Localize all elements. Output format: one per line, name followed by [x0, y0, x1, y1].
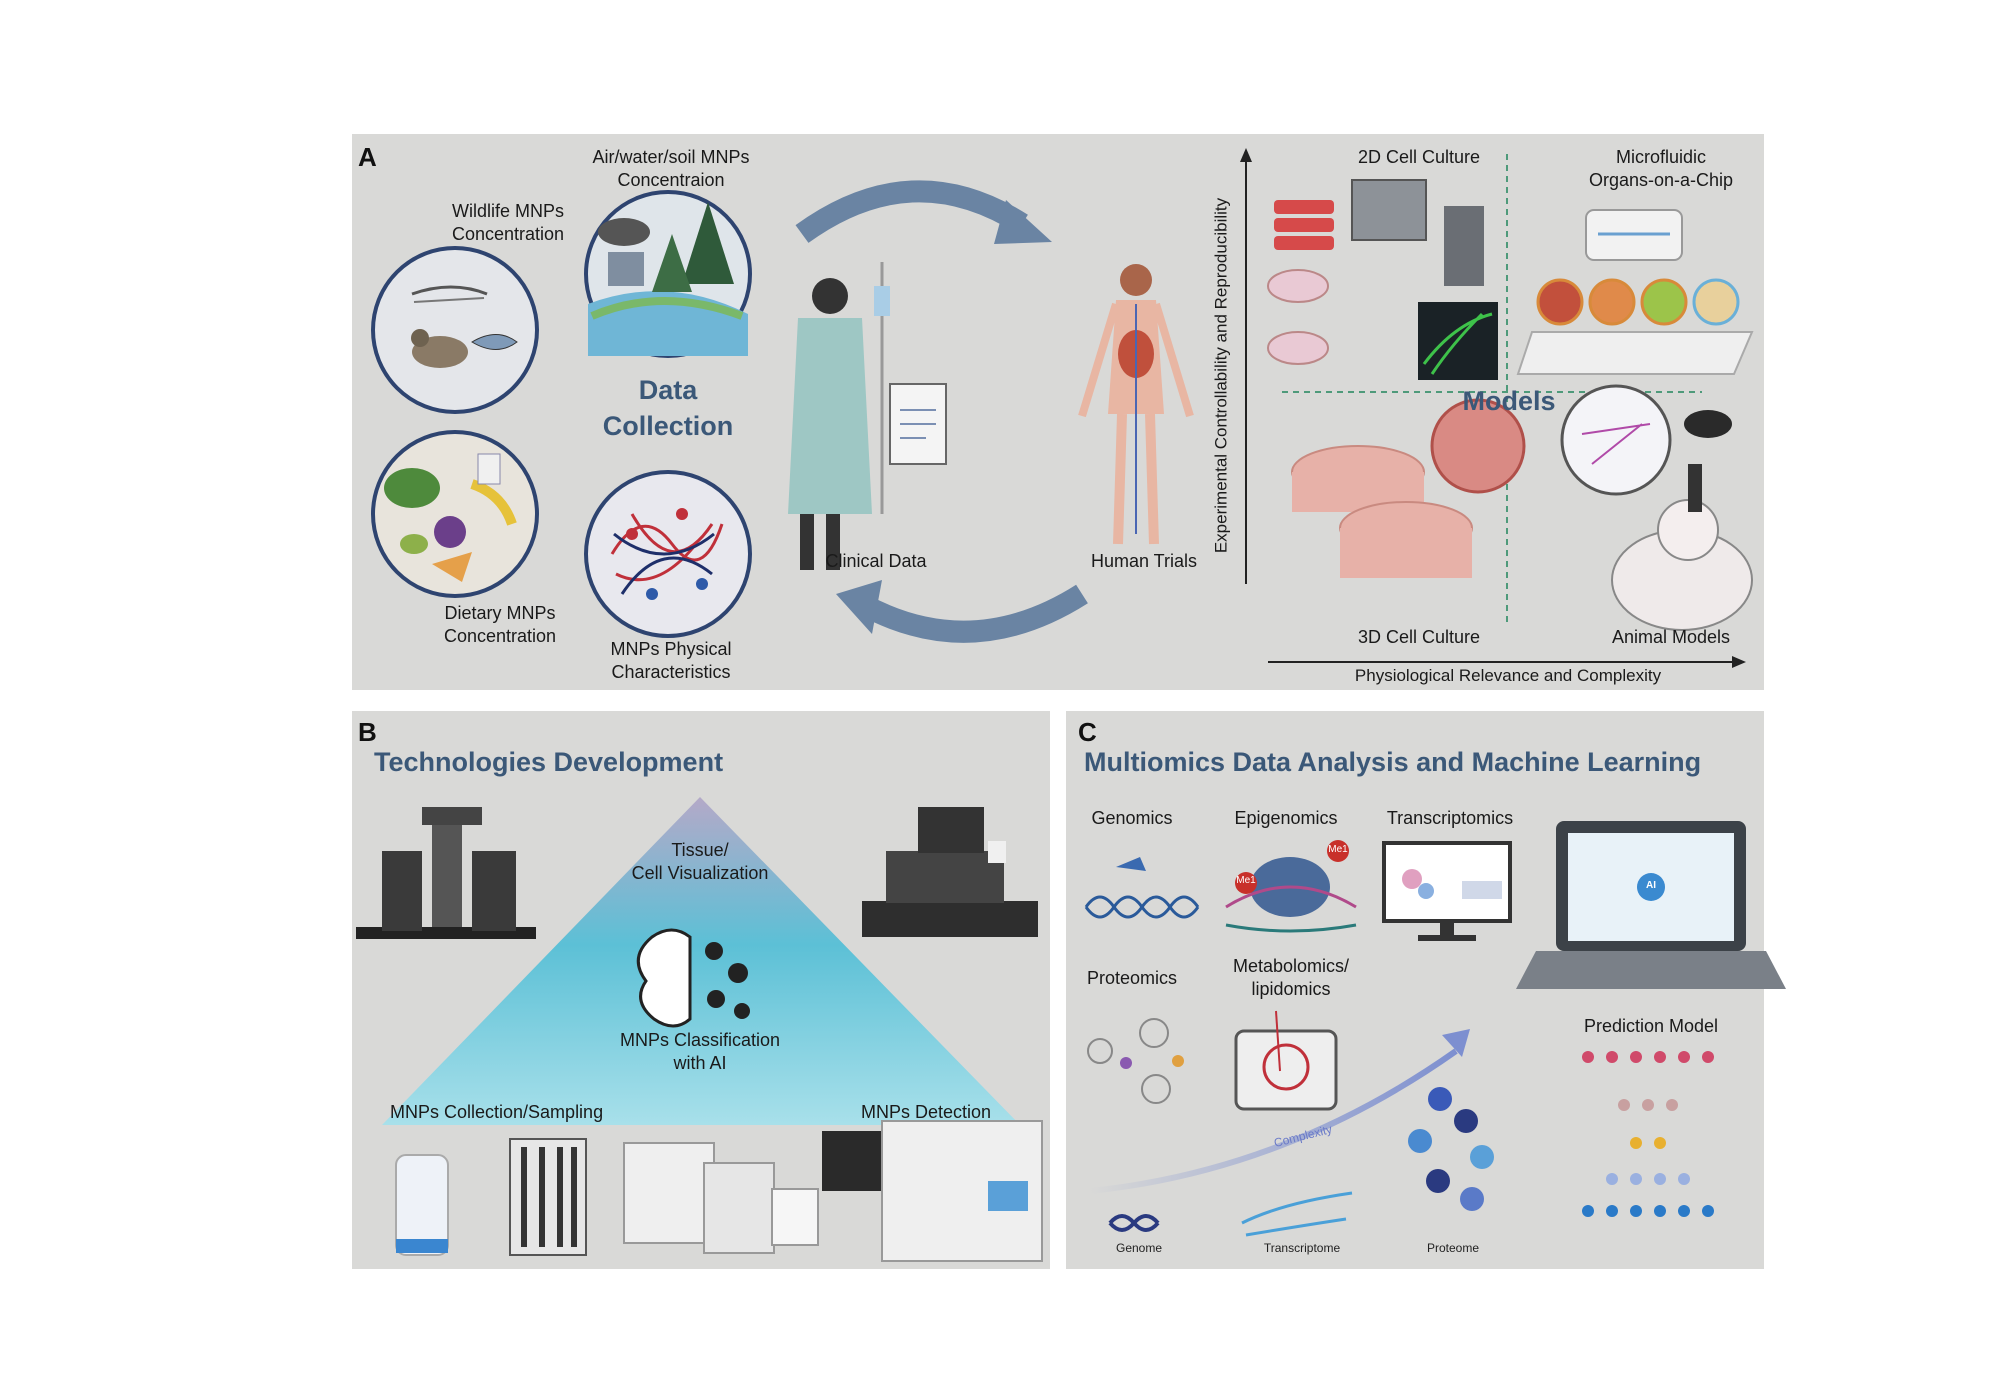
transcriptomics-label: Transcriptomics — [1386, 808, 1514, 828]
metabolomics-icon — [1234, 1010, 1338, 1111]
pyramid-middle-label: MNPs Classification with AI — [619, 1030, 781, 1073]
wildlife-circle-icon — [371, 246, 539, 414]
cell-culture-3d-icon — [1291, 398, 1526, 578]
me1-label-left: Me1 — [1236, 875, 1256, 886]
panel-a-label: A — [358, 142, 377, 172]
pyramid-top-label: Tissue/ Cell Visualization — [631, 840, 769, 883]
environment-label: Air/water/soil MNPs Concentraion — [592, 147, 750, 190]
transcriptome-label: Transcriptome — [1263, 1241, 1341, 1255]
prediction-model-label: Prediction Model — [1583, 1016, 1719, 1036]
human-trials-label: Human Trials — [1090, 551, 1198, 571]
genome-icon — [1108, 1214, 1160, 1232]
genome-label: Genome — [1115, 1241, 1163, 1255]
proteomics-label: Proteomics — [1086, 968, 1178, 988]
technologies-title: Technologies Development — [374, 747, 724, 777]
microscope-left-icon — [356, 807, 536, 939]
panel-a-illustrations — [371, 148, 1754, 668]
organ-on-chip-icon — [1516, 209, 1754, 375]
patient-icon — [788, 262, 947, 570]
metabolomics-label: Metabolomics/ lipidomics — [1232, 956, 1350, 999]
cycle-arrow-top-icon — [795, 180, 1052, 244]
panel-b: B Technologies Development — [352, 711, 1050, 1269]
microscope-right-icon — [862, 807, 1038, 937]
pyramid-shape — [382, 797, 1020, 1125]
multiomics-title: Multiomics Data Analysis and Machine Lea… — [1084, 747, 1702, 777]
quadrant-3d-culture-label: 3D Cell Culture — [1357, 627, 1481, 647]
clinical-data-label: Clinical Data — [825, 551, 927, 571]
genomics-label: Genomics — [1091, 808, 1173, 828]
sampler-icons — [395, 1138, 587, 1256]
proteome-icon — [1408, 1087, 1494, 1211]
epigenomics-icon — [1225, 840, 1357, 933]
panel-c: C Multiomics Data Analysis and Machine L… — [1066, 711, 1786, 1269]
collection-sampling-label: MNPs Collection/Sampling — [390, 1102, 604, 1122]
physical-label: MNPs Physical Characteristics — [610, 639, 732, 682]
panel-a: A — [352, 134, 1764, 690]
quadrant-2d-culture-label: 2D Cell Culture — [1357, 147, 1481, 167]
epigenomics-label: Epigenomics — [1234, 808, 1338, 828]
models-x-axis-label: Physiological Relevance and Complexity — [1354, 666, 1662, 685]
human-body-icon — [1078, 264, 1194, 545]
ai-laptop-icon — [1516, 821, 1786, 989]
panel-c-illustrations — [1084, 821, 1786, 1237]
quadrant-animal-models-label: Animal Models — [1611, 627, 1731, 647]
transcriptome-icon — [1241, 1191, 1353, 1237]
complexity-arrow — [1089, 1048, 1458, 1194]
particles-circle-icon — [584, 470, 752, 638]
animal-models-icon — [1560, 384, 1753, 631]
prediction-network-icon — [1582, 1051, 1714, 1217]
data-collection-title: Data Collection — [602, 375, 734, 441]
models-title: Models — [1462, 386, 1556, 416]
dietary-circle-icon — [371, 430, 539, 598]
genomics-dna-icon — [1084, 857, 1200, 919]
proteome-label: Proteome — [1426, 1241, 1480, 1255]
brain-gears-icon — [636, 928, 750, 1028]
panel-b-illustrations — [356, 797, 1043, 1262]
proteomics-icon — [1087, 1018, 1184, 1104]
quadrant-organ-chip-label: Microfluidic Organs-on-a-Chip — [1588, 147, 1734, 190]
transcriptomics-monitor-icon — [1382, 841, 1512, 941]
cycle-arrow-bottom-icon — [836, 580, 1088, 643]
dietary-label: Dietary MNPs Concentration — [443, 603, 557, 646]
detection-label: MNPs Detection — [860, 1102, 992, 1122]
models-y-axis-label: Experimental Controllability and Reprodu… — [1211, 197, 1231, 554]
wildlife-label: Wildlife MNPs Concentration — [451, 201, 565, 244]
panel-c-label: C — [1078, 717, 1097, 747]
ai-label: AI — [1646, 880, 1656, 891]
panel-b-label: B — [358, 717, 377, 747]
me1-label-right: Me1 — [1328, 844, 1348, 855]
environment-circle-icon — [584, 190, 752, 358]
cell-culture-2d-icon — [1267, 179, 1498, 380]
analyzer-icons — [623, 1120, 1043, 1262]
